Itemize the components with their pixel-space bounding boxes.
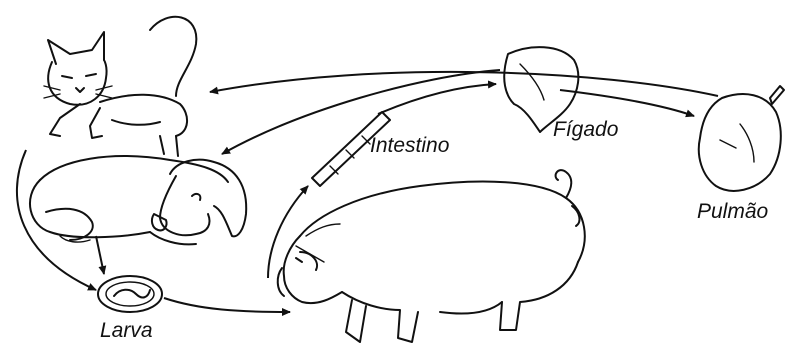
dog-icon [30,156,246,244]
arrow-lung-to-cat [210,72,718,96]
larva-cyst-icon [98,276,162,312]
arrow-liver-to-lung [560,90,694,116]
label-intestine: Intestino [370,134,449,158]
arrow-pig-to-intestine [268,186,308,278]
lung-icon [699,86,784,191]
pig-icon [278,170,585,342]
arrow-dog-to-larva [96,236,104,274]
arrow-cat-to-larva [17,150,96,290]
arrow-larva-to-pig [164,298,290,312]
cat-icon [44,17,196,156]
label-liver: Fígado [553,118,618,142]
label-lung: Pulmão [697,200,768,224]
label-larva: Larva [100,319,153,343]
